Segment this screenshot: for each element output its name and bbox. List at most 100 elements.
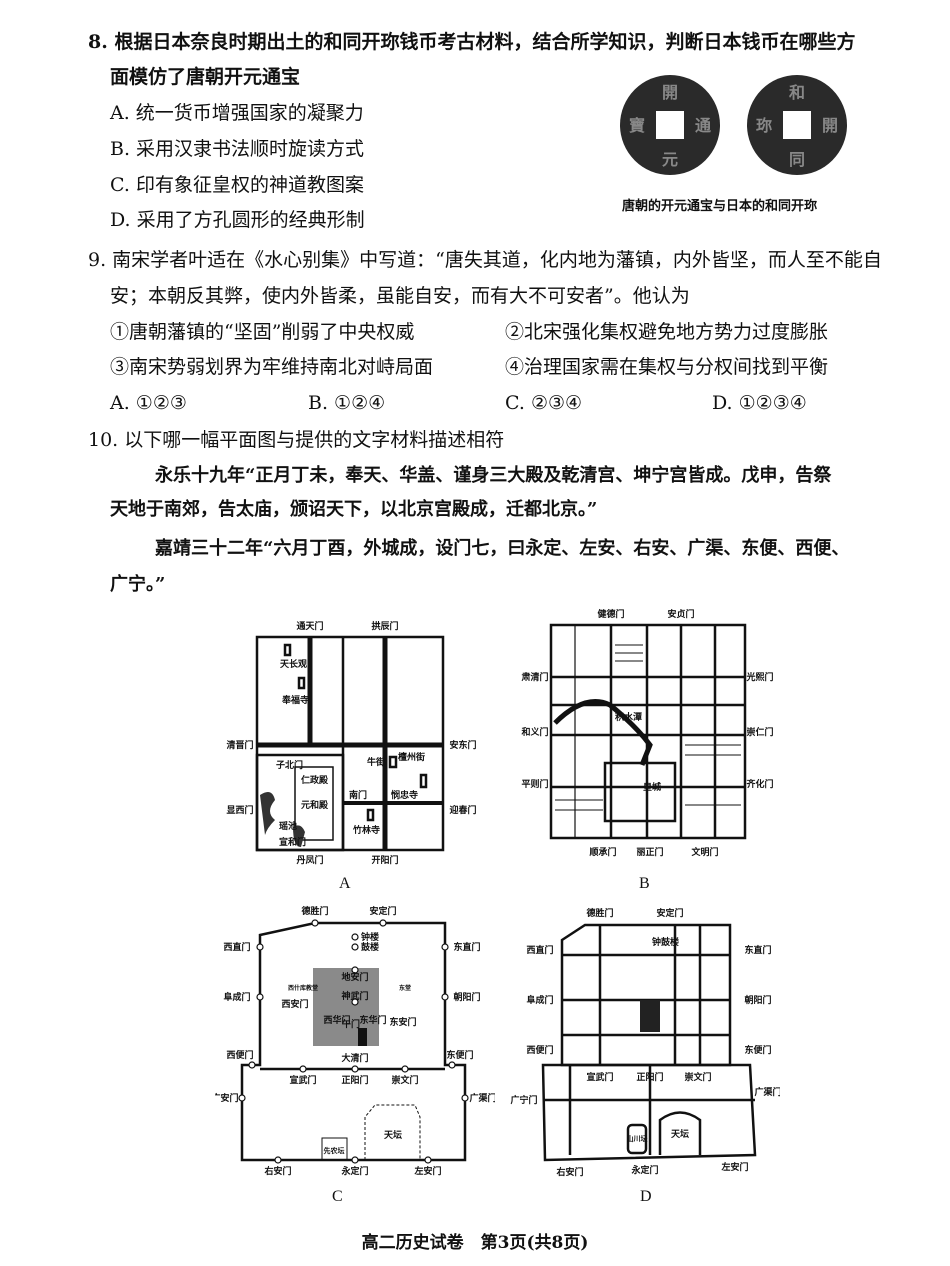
svg-text:子北门: 子北门 xyxy=(276,759,303,771)
q9-statement-3: ③南宋势弱划界为牢维持南北对峙局面 xyxy=(110,356,434,378)
svg-text:瑶池: 瑶池 xyxy=(279,820,297,832)
svg-text:东堂: 东堂 xyxy=(399,984,411,992)
svg-text:钟鼓楼: 钟鼓楼 xyxy=(652,936,679,948)
svg-text:健德门: 健德门 xyxy=(597,608,624,620)
q8-option-b: B. 采用汉隶书法顺时旋读方式 xyxy=(110,138,365,160)
svg-text:通: 通 xyxy=(695,116,711,135)
q9-option-b: B. ①②④ xyxy=(308,392,386,414)
q8-option-d: D. 采用了方孔圆形的经典形制 xyxy=(110,209,365,231)
svg-text:阜成门: 阜成门 xyxy=(526,994,553,1006)
q10-material2-line1: 嘉靖三十二年“六月丁酉，外城成，设门七，曰永定、左安、右安、广渠、东便、西便、 xyxy=(155,538,850,559)
svg-text:西直门: 西直门 xyxy=(223,941,250,953)
svg-text:正阳门: 正阳门 xyxy=(341,1074,368,1086)
q8-option-a: A. 统一货币增强国家的凝聚力 xyxy=(110,102,364,124)
q9-stem-line1: 9. 南宋学者叶适在《水心别集》中写道：“唐失其道，化内地为藩镇，内外皆坚，而人… xyxy=(88,249,882,271)
svg-text:右安门: 右安门 xyxy=(263,1165,291,1177)
svg-text:天坛: 天坛 xyxy=(384,1129,402,1141)
svg-text:西华门: 西华门 xyxy=(323,1014,350,1026)
svg-text:积水潭: 积水潭 xyxy=(615,711,642,723)
svg-text:天长观: 天长观 xyxy=(280,658,307,670)
q9-option-a: A. ①②③ xyxy=(110,392,187,414)
map-b: 健德门 安贞门 肃清门 光熙门 和义门 崇仁门 平则门 齐化门 顺承门 丽正门 … xyxy=(520,608,773,858)
svg-text:悯忠寺: 悯忠寺 xyxy=(391,789,418,801)
svg-text:皇城: 皇城 xyxy=(643,781,661,793)
q9-stem-line2: 安；本朝反其弊，使内外皆柔，虽能自安，而有大不可安者”。他认为 xyxy=(110,285,690,307)
q9-option-d: D. ①②③④ xyxy=(712,392,807,414)
svg-text:鼓楼: 鼓楼 xyxy=(361,941,379,953)
svg-text:地安门: 地安门 xyxy=(341,971,368,983)
svg-text:竹林寺: 竹林寺 xyxy=(352,824,380,836)
svg-text:宣和门: 宣和门 xyxy=(279,836,306,848)
svg-text:西便门: 西便门 xyxy=(226,1049,253,1061)
svg-text:光熙门: 光熙门 xyxy=(745,671,773,683)
svg-text:宣武门: 宣武门 xyxy=(586,1071,613,1083)
svg-text:显西门: 显西门 xyxy=(226,804,253,816)
map-c-label: C xyxy=(332,1188,343,1205)
svg-text:西安门: 西安门 xyxy=(281,998,308,1010)
kaiyuan-tongbao-coin: 開 通 元 寶 xyxy=(620,75,720,175)
svg-text:寶: 寶 xyxy=(629,116,645,135)
svg-text:东直门: 东直门 xyxy=(453,941,480,953)
svg-text:牛街: 牛街 xyxy=(367,756,385,768)
q10-material1-line2: 天地于南郊，告太庙，颁诏天下，以北京宫殿成，迁都北京。” xyxy=(110,499,598,520)
svg-text:元和殿: 元和殿 xyxy=(301,799,329,811)
svg-text:西直门: 西直门 xyxy=(526,944,553,956)
map-d: 德胜门 安定门 西直门 东直门 阜成门 朝阳门 西便门 东便门 宣武门 正阳门 … xyxy=(510,907,780,1178)
svg-text:開: 開 xyxy=(662,83,678,102)
svg-text:齐化门: 齐化门 xyxy=(746,778,773,790)
q8-option-c: C. 印有象征皇权的神道教图案 xyxy=(110,174,364,196)
wado-kaichin-coin: 和 開 同 珎 xyxy=(747,75,847,175)
page-footer: 高二历史试卷 第3页(共8页) xyxy=(361,1233,589,1253)
svg-text:安定门: 安定门 xyxy=(656,907,683,919)
svg-text:山川坛: 山川坛 xyxy=(627,1134,648,1143)
svg-text:东直门: 东直门 xyxy=(744,944,771,956)
svg-text:正阳门: 正阳门 xyxy=(636,1071,663,1083)
svg-text:朝阳门: 朝阳门 xyxy=(453,991,480,1003)
svg-text:朝阳门: 朝阳门 xyxy=(744,994,771,1006)
svg-text:丹凤门: 丹凤门 xyxy=(296,854,323,865)
svg-text:安东门: 安东门 xyxy=(449,739,476,751)
svg-text:东便门: 东便门 xyxy=(446,1049,473,1061)
q10-material2-line2: 广宁。” xyxy=(110,574,166,595)
svg-text:广宁门: 广宁门 xyxy=(510,1094,537,1106)
svg-text:清晋门: 清晋门 xyxy=(226,739,253,751)
svg-text:平则门: 平则门 xyxy=(521,778,548,790)
svg-text:同: 同 xyxy=(789,150,805,169)
coins-caption: 唐朝的开元通宝与日本的和同开珎 xyxy=(622,199,818,214)
svg-text:和义门: 和义门 xyxy=(520,726,548,738)
q8-stem-line2: 面模仿了唐朝开元通宝 xyxy=(110,66,301,88)
svg-text:迎春门: 迎春门 xyxy=(449,804,476,816)
svg-text:顺承门: 顺承门 xyxy=(589,846,616,858)
svg-text:崇文门: 崇文门 xyxy=(684,1071,711,1083)
svg-text:天坛: 天坛 xyxy=(671,1128,689,1140)
svg-text:广渠门: 广渠门 xyxy=(754,1086,780,1098)
q9-statement-2: ②北宋强化集权避免地方势力过度膨胀 xyxy=(505,321,829,343)
svg-text:先农坛: 先农坛 xyxy=(324,1146,345,1155)
svg-text:南门: 南门 xyxy=(349,789,367,801)
svg-text:神武门: 神武门 xyxy=(341,990,368,1002)
svg-text:拱辰门: 拱辰门 xyxy=(371,620,398,632)
map-b-label: B xyxy=(639,875,650,892)
map-a-label: A xyxy=(339,875,351,892)
map-a: 通天门 拱辰门 清晋门 安东门 显西门 迎春门 丹凤门 开阳门 天长观 奉福寺 … xyxy=(226,620,476,865)
q8-stem-line1: 8. 根据日本奈良时期出土的和同开珎钱币考古材料，结合所学知识，判断日本钱币在哪… xyxy=(88,31,856,53)
svg-text:西什库教堂: 西什库教堂 xyxy=(288,984,318,992)
svg-text:钟楼: 钟楼 xyxy=(361,931,379,943)
svg-text:通天门: 通天门 xyxy=(296,620,323,632)
svg-text:檀州街: 檀州街 xyxy=(398,751,425,763)
map-d-label: D xyxy=(640,1188,652,1205)
svg-text:西便门: 西便门 xyxy=(526,1044,553,1056)
svg-text:奉福寺: 奉福寺 xyxy=(281,694,309,706)
svg-text:永定门: 永定门 xyxy=(340,1165,368,1177)
svg-text:丽正门: 丽正门 xyxy=(636,846,663,858)
svg-text:肃清门: 肃清门 xyxy=(521,671,548,683)
svg-text:东便门: 东便门 xyxy=(744,1044,771,1056)
svg-text:崇文门: 崇文门 xyxy=(391,1074,418,1086)
svg-text:安贞门: 安贞门 xyxy=(667,608,694,620)
svg-text:东安门: 东安门 xyxy=(389,1016,416,1028)
q10-stem: 10. 以下哪一幅平面图与提供的文字材料描述相符 xyxy=(88,429,505,451)
svg-text:德胜门: 德胜门 xyxy=(301,905,328,917)
svg-text:文明门: 文明门 xyxy=(690,846,718,858)
svg-text:午门: 午门 xyxy=(342,1018,360,1030)
svg-text:德胜门: 德胜门 xyxy=(586,907,613,919)
